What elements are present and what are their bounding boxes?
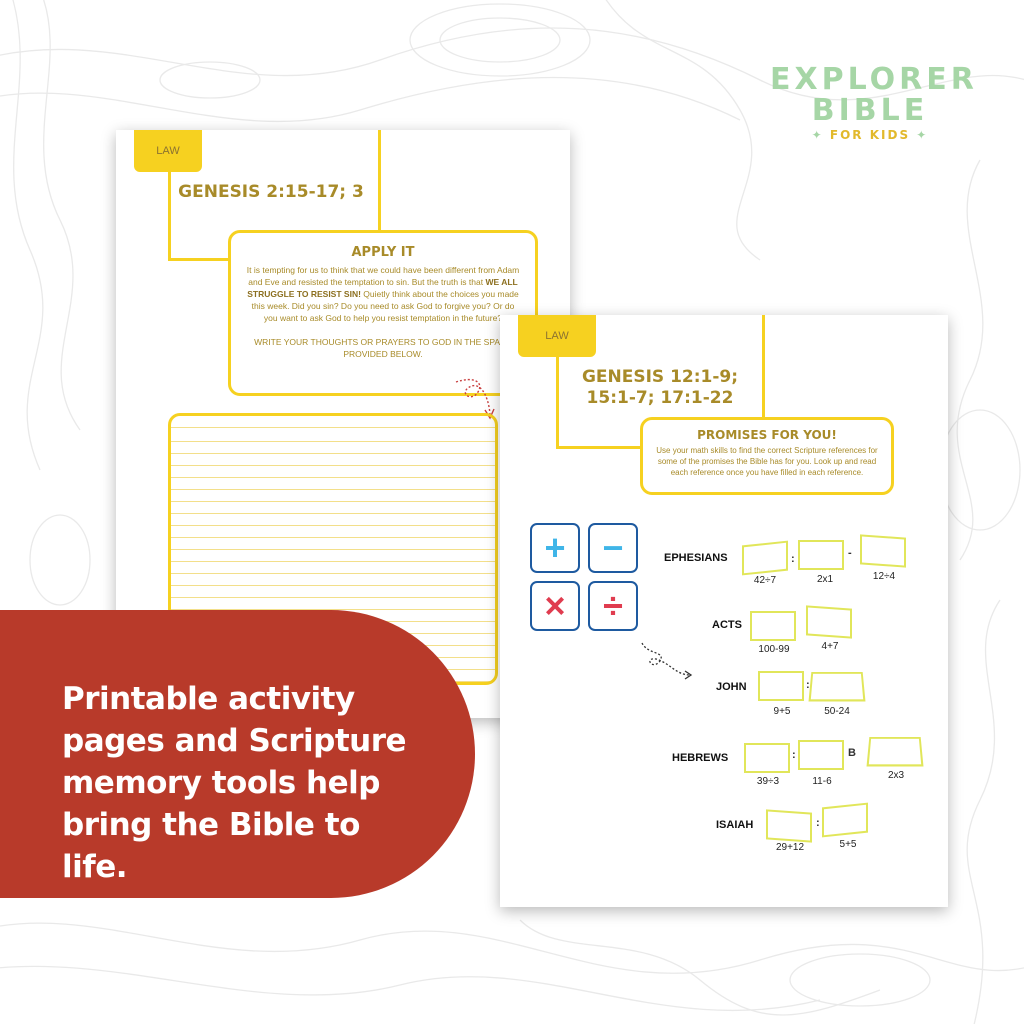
page-title: GENESIS 12:1-9; 15:1-7; 17:1-22 [560,367,760,409]
logo-line-2: BIBLE [811,93,929,128]
page-title-line-1: GENESIS 12:1-9; [581,367,739,387]
logo-line-1: EXPLORER [770,62,978,97]
math-problem: 42÷7 [753,575,777,586]
law-tab: LAW [134,130,202,172]
math-problem: 4+7 [821,641,839,652]
answer-slot[interactable] [798,740,844,770]
activity-page-promises: LAW GENESIS 12:1-9; 15:1-7; 17:1-22 PROM… [500,315,948,907]
separator: - [848,547,852,559]
body-text-1: It is tempting for us to think that we c… [246,265,520,287]
answer-slot[interactable] [750,611,796,641]
math-problem: 2x1 [816,574,834,585]
apply-it-box: APPLY IT It is tempting for us to think … [228,230,538,396]
answer-slot[interactable] [806,605,852,639]
dotted-arrow-icon [641,642,693,680]
minus-icon: − [588,523,638,573]
math-problem: 5+5 [839,839,857,850]
tagline-banner [0,610,475,898]
ref-john: JOHN [716,681,747,693]
math-problem: 29+12 [775,842,805,853]
answer-slot[interactable] [808,672,866,702]
explorer-bible-logo: EXPLORER BIBLE ✦ FOR KIDS ✦ [770,62,978,143]
connector-line [168,258,230,261]
ref-hebrews: HEBREWS [672,752,729,764]
answer-slot[interactable] [866,737,924,767]
answer-slot[interactable] [766,809,812,843]
answer-slot[interactable] [744,743,790,773]
separator: : [792,749,796,761]
separator: : [816,817,820,829]
box-title: APPLY IT [351,245,415,260]
math-problem: 100-99 [758,644,790,655]
divide-icon: ÷ [588,581,638,631]
times-icon: × [530,581,580,631]
connector-line [168,172,171,260]
separator: : [806,679,810,691]
answer-slot[interactable] [758,671,804,701]
tagline-text: Printable activity pages and Scripture m… [62,681,407,885]
page-title: GENESIS 2:15-17; 3 [178,182,364,202]
body-text-bold: WE ALL STRUGGLE TO RESIST SIN! [247,277,518,299]
separator: B [848,747,856,759]
connector-line [556,446,642,449]
math-problem: 39÷3 [756,776,780,787]
math-problem: 50-24 [824,706,850,717]
ref-ephesians: EPHESIANS [664,552,728,564]
connector-line [378,130,381,230]
logo-line-3-text: FOR KIDS [829,128,911,142]
connector-line [556,357,559,449]
plus-icon: + [530,523,580,573]
instruction-text: WRITE YOUR THOUGHTS OR PRAYERS TO GOD IN… [254,337,512,359]
logo-line-3: ✦ FOR KIDS ✦ [811,128,929,142]
ref-acts: ACTS [712,619,742,631]
connector-line [762,315,765,417]
promises-box: PROMISES FOR YOU! Use your math skills t… [640,417,894,495]
math-problem: 9+5 [773,706,791,717]
math-problem: 11-6 [812,776,832,787]
math-operators-graphic: + − × ÷ [530,523,642,635]
answer-slot[interactable] [860,534,906,568]
box-body: It is tempting for us to think that we c… [245,264,521,324]
box-title: PROMISES FOR YOU! [697,428,837,442]
answer-slot[interactable] [822,802,868,838]
answer-slot[interactable] [742,540,788,576]
separator: : [791,553,795,565]
law-tab: LAW [518,315,596,357]
math-problem: 2x3 [887,770,905,781]
math-problem: 12÷4 [872,571,896,582]
body-text-2: Quietly think about the choices you made… [251,289,519,323]
box-body: Use your math skills to find the correct… [656,446,878,477]
answer-slot[interactable] [798,540,844,570]
page-title-line-2: 15:1-7; 17:1-22 [586,388,734,408]
ref-isaiah: ISAIAH [716,819,754,831]
